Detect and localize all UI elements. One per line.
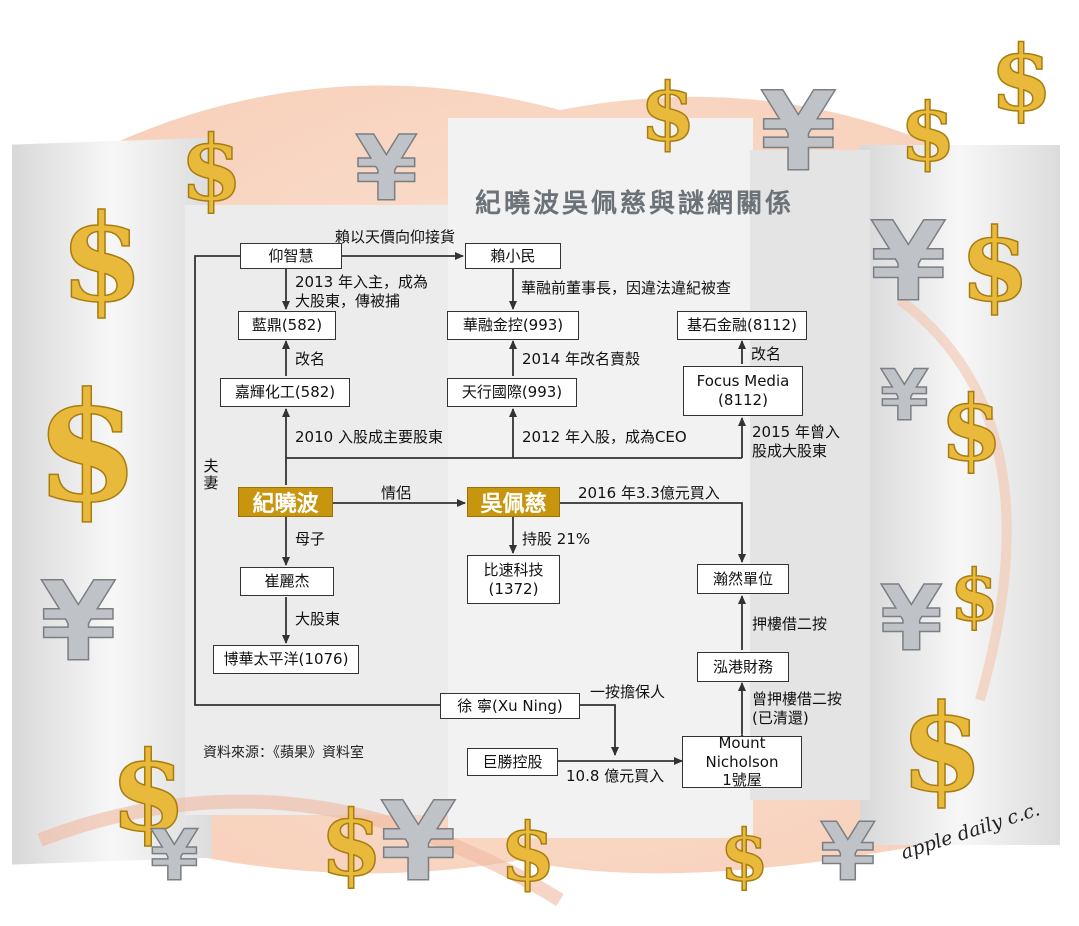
- svg-text:¥: ¥: [870, 198, 947, 326]
- label-tianxing-huarong: 2014 年改名賣殼: [522, 350, 640, 368]
- source-credit: 資料來源：《蘋果》資料室: [203, 745, 364, 761]
- svg-text:$: $: [990, 26, 1053, 132]
- label-wu-hanran: 2016 年3.3億元買入: [578, 484, 720, 502]
- node-jishi: 基石金融(8112): [677, 311, 807, 340]
- node-bisu-line2: (1372): [488, 579, 539, 598]
- label-yang-landing-2: 大股東，傳被捕: [295, 292, 401, 310]
- label-ji-tianxing: 2012 年入股，成為CEO: [522, 428, 687, 446]
- node-focus-media-line1: Focus Media: [696, 372, 790, 391]
- node-focus-media: Focus Media (8112): [683, 366, 803, 416]
- node-bisu-line1: 比速科技: [483, 560, 544, 579]
- label-holding: 持股 21%: [522, 530, 591, 548]
- label-wu-focus-1: 2015 年曾入: [752, 423, 840, 441]
- node-honggang: 泓港財務: [697, 652, 789, 682]
- diagram-title: 紀曉波吳佩慈與謎網關係: [475, 189, 795, 219]
- svg-text:¥: ¥: [40, 558, 117, 686]
- node-focus-media-line2: (8112): [718, 391, 768, 409]
- node-mount-nicholson-line1: Mount Nicholson: [705, 733, 779, 771]
- svg-text:$: $: [35, 360, 139, 536]
- svg-text:$: $: [320, 791, 383, 897]
- label-mortgage-second: 押樓借二按: [752, 615, 828, 633]
- node-bisu: 比速科技 (1372): [467, 555, 560, 604]
- label-bought-108: 10.8 億元買入: [566, 767, 665, 785]
- label-yang-landing-1: 2013 年入主，成為: [295, 273, 428, 291]
- svg-text:$: $: [900, 678, 984, 819]
- label-major-shareholder: 大股東: [295, 610, 341, 628]
- svg-text:¥: ¥: [820, 806, 876, 899]
- svg-text:¥: ¥: [880, 355, 929, 437]
- node-tianxing: 天行國際(993): [447, 378, 577, 407]
- node-mount-nicholson-line2: 1號屋: [722, 771, 762, 790]
- node-yang-zhihui: 仰智慧: [240, 243, 342, 269]
- node-ji-xiaobo: 紀曉波: [238, 487, 333, 517]
- svg-text:$: $: [950, 554, 999, 637]
- svg-text:¥: ¥: [760, 68, 837, 196]
- node-mount-nicholson: Mount Nicholson 1號屋: [682, 733, 802, 790]
- svg-text:¥: ¥: [150, 815, 199, 897]
- node-lai-xiaomin: 賴小民: [465, 243, 561, 269]
- label-ji-jiahui: 2010 入股成主要股東: [295, 428, 443, 446]
- node-hanran: 瀚然單位: [697, 564, 789, 594]
- node-jusheng: 巨勝控股: [467, 748, 558, 776]
- label-wu-focus-2: 股成大股東: [752, 442, 828, 460]
- label-rename-jishi: 改名: [751, 345, 782, 363]
- label-spouse: 夫妻: [203, 457, 219, 492]
- svg-text:$: $: [960, 206, 1030, 324]
- node-jiahui: 嘉輝化工(582): [220, 378, 350, 407]
- node-xu-ning: 徐 寧(Xu Ning): [440, 693, 580, 719]
- label-yang-lai: 賴以天價向仰接貨: [335, 228, 456, 246]
- svg-text:¥: ¥: [380, 778, 457, 906]
- svg-text:$: $: [180, 116, 243, 222]
- node-cui-lijie: 崔麗杰: [240, 567, 334, 596]
- svg-text:$: $: [110, 727, 187, 856]
- label-mother-son: 母子: [295, 530, 326, 548]
- svg-text:$: $: [940, 376, 1003, 482]
- node-landing: 藍鼎(582): [238, 311, 336, 340]
- svg-text:$: $: [500, 805, 556, 899]
- svg-text:$: $: [60, 188, 144, 329]
- node-wu-peici: 吳佩慈: [467, 487, 560, 517]
- label-couple: 情侶: [381, 484, 412, 502]
- label-mortgage-cleared-2: (已清還): [752, 709, 809, 727]
- label-rename-landing: 改名: [295, 350, 326, 368]
- node-bohua: 博華太平洋(1076): [213, 645, 359, 674]
- label-mortgage-cleared-1: 曾押樓借二按: [752, 690, 843, 708]
- node-huarong: 華融金控(993): [447, 311, 579, 340]
- svg-text:$: $: [640, 65, 696, 159]
- label-guarantor: 一按擔保人: [590, 683, 666, 701]
- label-lai-huarong: 華融前董事長，因違法違紀被查: [521, 279, 732, 297]
- svg-text:$: $: [900, 85, 956, 179]
- svg-text:$: $: [720, 814, 769, 897]
- svg-text:¥: ¥: [880, 567, 943, 672]
- svg-text:¥: ¥: [355, 117, 418, 222]
